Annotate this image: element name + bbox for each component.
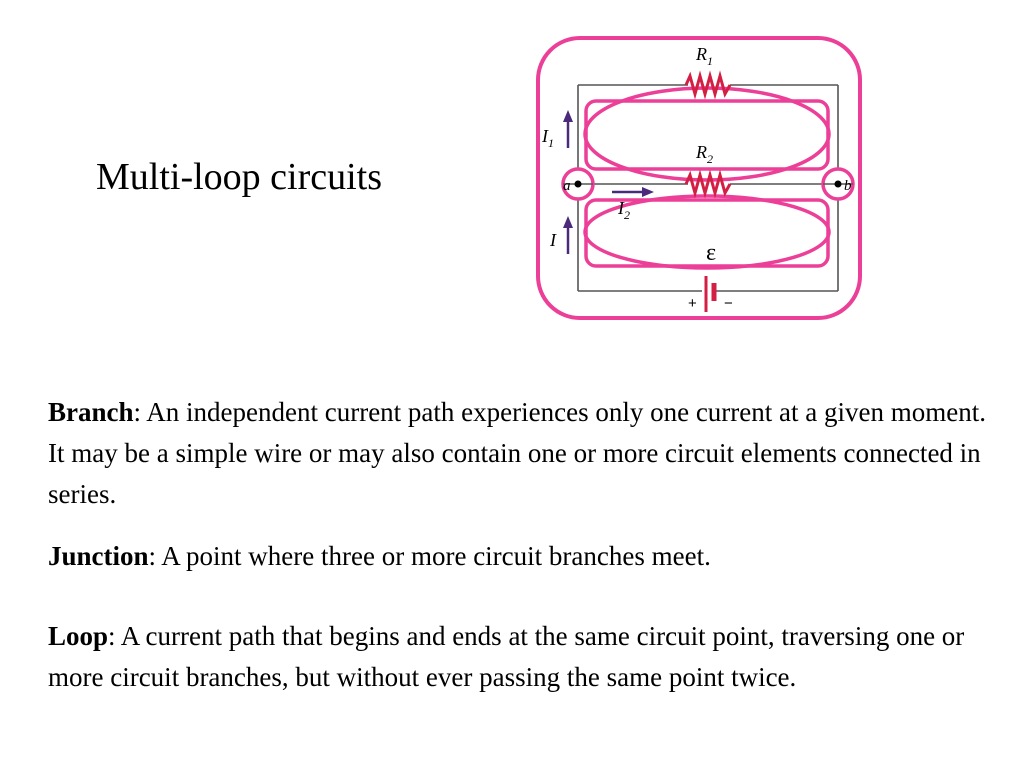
node-a-label: a	[563, 178, 571, 194]
term-junction: Junction	[48, 541, 149, 571]
definition-loop-text: : A current path that begins and ends at…	[48, 621, 965, 692]
current-i-label: I	[549, 230, 557, 250]
current-i2-arrow	[612, 187, 654, 197]
term-branch: Branch	[48, 397, 134, 427]
battery-plus-sign: +	[688, 295, 697, 312]
junction-a-dot	[574, 180, 582, 188]
outer-loop-highlight	[536, 36, 862, 320]
junction-b-dot	[834, 180, 842, 188]
resistor-r2-label: R2	[695, 142, 713, 166]
node-b-label: b	[844, 178, 852, 194]
current-i1-label: I1	[541, 126, 554, 150]
definition-branch-text: : An independent current path experience…	[48, 397, 986, 509]
battery-minus-sign: −	[724, 295, 733, 312]
current-i1-arrow	[563, 110, 573, 148]
definition-junction-text: : A point where three or more circuit br…	[148, 541, 711, 571]
definition-junction: Junction: A point where three or more ci…	[48, 536, 993, 577]
definition-loop: Loop: A current path that begins and end…	[48, 616, 993, 698]
current-i2-label: I2	[617, 198, 630, 222]
resistor-r1-zigzag	[684, 70, 732, 100]
circuit-diagram: a b R1 R2 I1 I2 I ε + −	[536, 36, 862, 320]
top-loop-highlight	[583, 86, 831, 182]
definition-branch: Branch: An independent current path expe…	[48, 392, 993, 515]
resistor-r1-label: R1	[695, 44, 713, 68]
slide-title: Multi-loop circuits	[96, 156, 383, 198]
resistor-r2-zigzag	[684, 169, 732, 199]
term-loop: Loop	[48, 621, 109, 651]
emf-label: ε	[706, 240, 716, 266]
bottom-loop-highlight	[583, 194, 831, 270]
current-i-arrow	[563, 216, 573, 254]
